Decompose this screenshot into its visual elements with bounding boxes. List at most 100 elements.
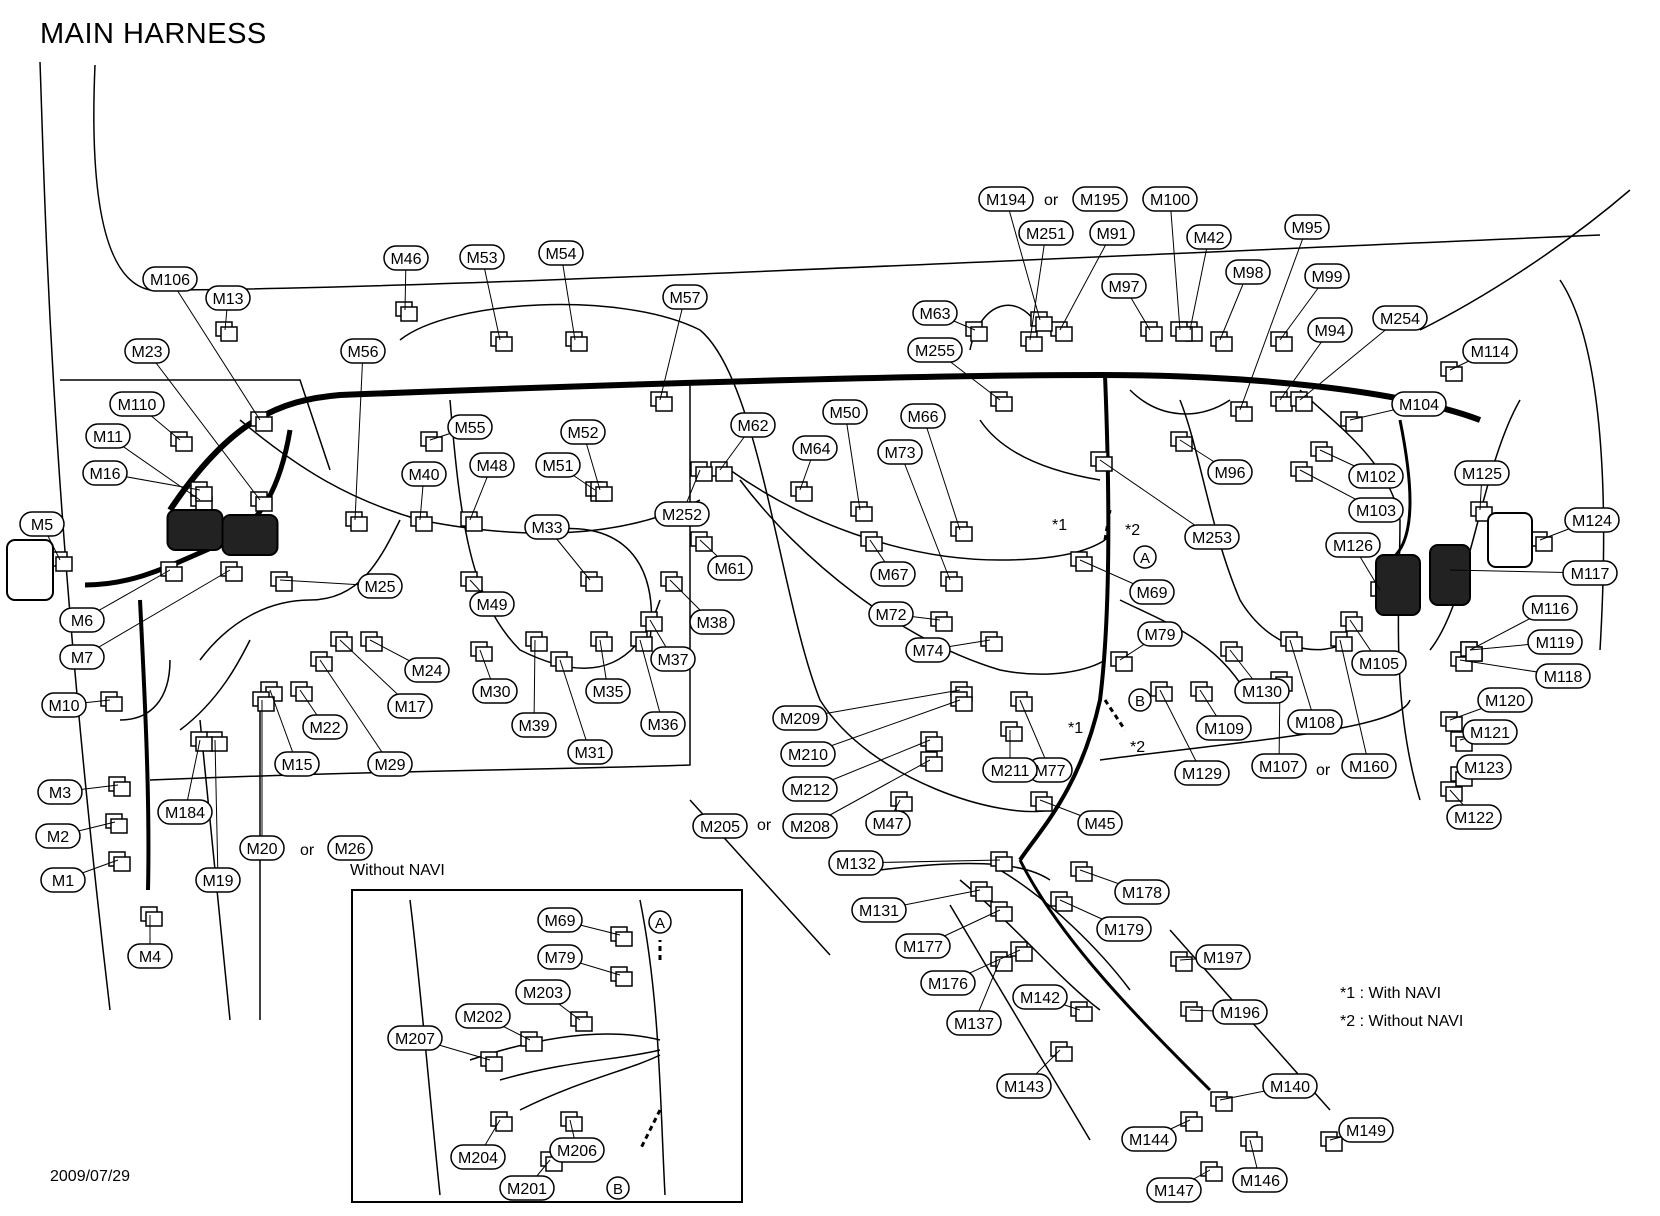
- connector-label-m146: M146: [1232, 1167, 1288, 1193]
- connector-label-m96: M96: [1207, 459, 1253, 485]
- connector-id-m19: M19: [202, 873, 233, 890]
- connector-id-m109: M109: [1204, 721, 1244, 738]
- connector-label-m160: M160: [1341, 753, 1397, 779]
- connector-label-m6: M6: [59, 607, 105, 633]
- connector-id-m107: M107: [1259, 759, 1299, 776]
- connector-id-m72: M72: [875, 607, 906, 624]
- connector-m147-body: [1200, 1161, 1223, 1182]
- connector-label-m94: M94: [1307, 317, 1353, 343]
- connector-id-m55: M55: [454, 420, 485, 437]
- leader-line-m108: [1289, 639, 1316, 723]
- connector-label-m79: M79: [1137, 621, 1183, 647]
- connector-label-m114: M114: [1462, 338, 1518, 364]
- connector-label-m177: M177: [895, 933, 951, 959]
- connector-m56-body: [345, 511, 368, 532]
- connector-id-m114: M114: [1471, 344, 1510, 361]
- connector-label-m179: M179: [1096, 916, 1152, 942]
- connector-id-m132: M132: [836, 856, 876, 873]
- connector-label-m131: M131: [851, 897, 907, 923]
- connector-id-m77: M77: [1034, 763, 1065, 780]
- connector-id-m251: M251: [1026, 226, 1066, 243]
- connector-m10-body: [100, 691, 123, 712]
- connector-label-m105: M105: [1351, 650, 1407, 676]
- leader-line-m66: [922, 415, 961, 531]
- connector-id-m98: M98: [1232, 265, 1263, 282]
- leader-line-m73: [899, 451, 951, 581]
- connector-id-m5: M5: [31, 517, 53, 534]
- connector-id-m64: M64: [799, 441, 830, 458]
- connector-m255-body: [990, 391, 1013, 412]
- connector-id-m122: M122: [1454, 810, 1494, 827]
- connector-id-m105: M105: [1359, 656, 1399, 673]
- connector-labels: M1M2M3M4M5M6M7M10M11M13M15M16M17M19M20M2…: [19, 186, 1620, 1203]
- connector-id-m142: M142: [1020, 990, 1060, 1007]
- connector-id-m61: M61: [714, 561, 745, 578]
- connector-label-m125: M125: [1454, 460, 1510, 486]
- connector-m79-body: [1110, 651, 1133, 672]
- revision-date: 2009/07/29: [50, 1168, 131, 1185]
- connector-label-m77: M77: [1027, 757, 1073, 783]
- connector-m212-body: [920, 731, 943, 752]
- connector-label-m11: M11: [85, 423, 131, 449]
- connector-id-m17: M17: [394, 699, 425, 716]
- connector-m31-body: [550, 651, 573, 672]
- connector-m120-body: [1440, 711, 1463, 732]
- connector-id-m212: M212: [790, 782, 830, 799]
- connector-id-m194: M194: [986, 192, 1026, 209]
- connector-id-m210: M210: [788, 747, 828, 764]
- connector-m140-body: [1210, 1091, 1233, 1112]
- connector-id-m140: M140: [1270, 1079, 1310, 1096]
- connector-m91-body: [1050, 321, 1073, 342]
- connector-m24-body: [360, 631, 383, 652]
- connector-id-m143: M143: [1004, 1079, 1044, 1096]
- leader-line-m56: [354, 350, 364, 521]
- connector-m207-body: [480, 1051, 503, 1072]
- connector-label-m196: M196: [1212, 999, 1268, 1025]
- large-connector-body: [221, 514, 279, 556]
- connector-label-m126: M126: [1325, 532, 1381, 558]
- connector-label-m24: M24: [404, 657, 450, 683]
- connector-label-m205: M205: [692, 813, 748, 839]
- connector-label-m47: M47: [865, 810, 911, 836]
- connector-label-m64: M64: [792, 435, 838, 461]
- connector-m25-body: [270, 571, 293, 592]
- connector-m119-body: [1460, 641, 1483, 662]
- connector-label-m31: M31: [567, 739, 613, 765]
- connector-m179-body: [1050, 891, 1073, 912]
- thin-wire: [449, 399, 661, 669]
- main-trunk-wire: [167, 371, 1482, 512]
- connector-label-m30: M30: [472, 678, 518, 704]
- connector-label-m202: M202: [455, 1003, 511, 1029]
- connector-label-m197: M197: [1195, 944, 1251, 970]
- connector-id-m24: M24: [411, 663, 442, 680]
- connector-m57-body: [650, 391, 673, 412]
- connector-label-m99: M99: [1304, 263, 1350, 289]
- leader-line-m91: [1059, 232, 1113, 331]
- connector-label-m13: M13: [205, 285, 251, 311]
- connector-id-m129: M129: [1182, 766, 1222, 783]
- connector-label-m142: M142: [1012, 984, 1068, 1010]
- connector-label-m253: M253: [1184, 524, 1240, 550]
- connector-id-m206: M206: [557, 1143, 597, 1160]
- connector-id-m160: M160: [1349, 759, 1389, 776]
- marker-a-circle: [1133, 545, 1157, 569]
- inset-wire: [639, 899, 666, 1196]
- connector-id-m196: M196: [1220, 1005, 1260, 1022]
- connector-label-m254: M254: [1372, 305, 1428, 331]
- thin-wire: [119, 659, 171, 721]
- connector-id-m56: M56: [347, 344, 378, 361]
- thin-wire: [999, 869, 1131, 991]
- connector-id-m29: M29: [374, 757, 405, 774]
- inset-marker-b: B: [613, 1181, 623, 1198]
- connector-m252-body: [690, 461, 713, 482]
- connector-label-m26: M26: [327, 835, 373, 861]
- inset-frame: [351, 889, 743, 1203]
- connector-id-m119: M119: [1536, 635, 1575, 652]
- connector-m1-body: [108, 851, 131, 872]
- dashed-route: [1103, 699, 1127, 731]
- body-outline: [1559, 279, 1605, 651]
- thin-wire: [979, 419, 1101, 481]
- connector-label-m252: M252: [654, 501, 710, 527]
- connector-label-m212: M212: [782, 776, 838, 802]
- connector-m130-body: [1220, 641, 1243, 662]
